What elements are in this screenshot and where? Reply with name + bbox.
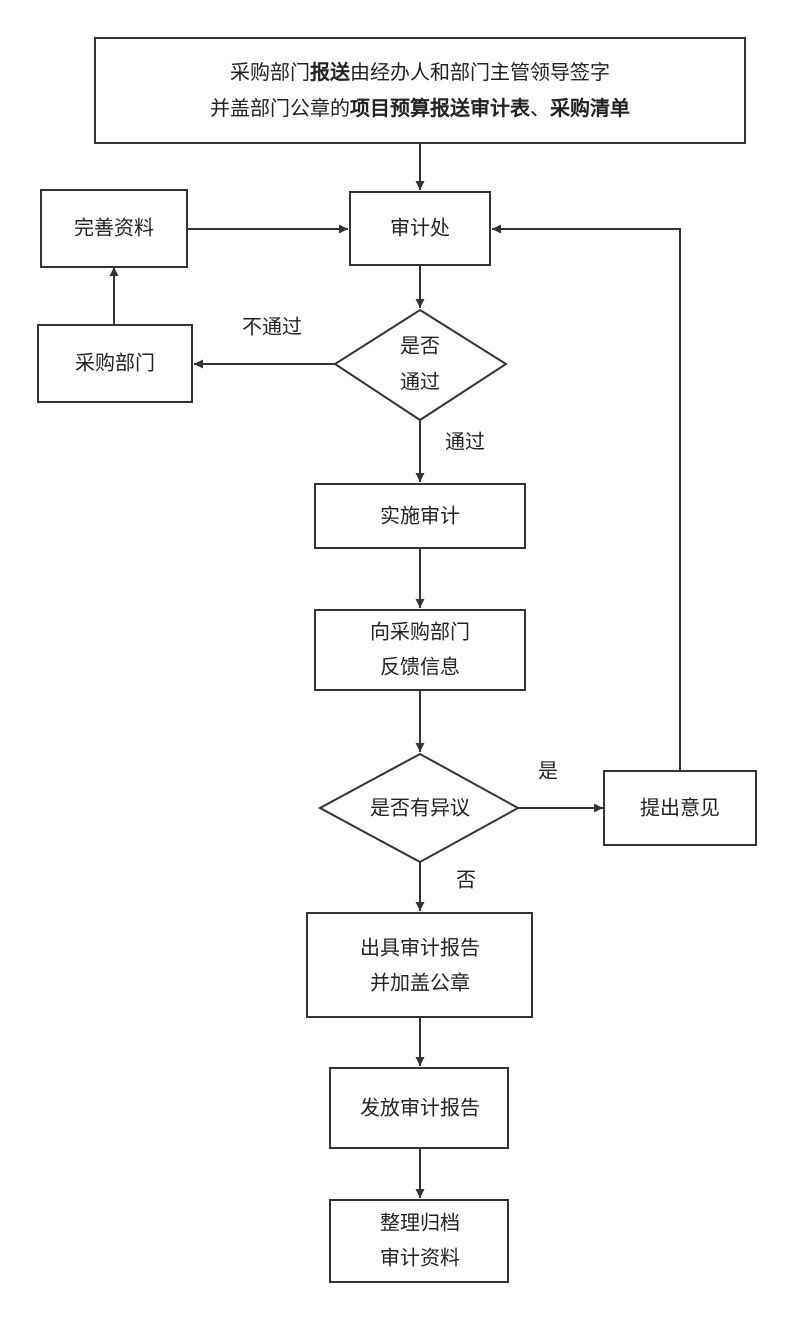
feedback-line-2: 反馈信息 [380,655,460,679]
feedback-box: 向采购部门 反馈信息 [314,609,526,691]
edge-label-yes: 是 [538,759,558,783]
complete-materials-label: 完善资料 [74,216,154,240]
feedback-line-1: 向采购部门 [370,620,470,644]
archive-box: 整理归档 审计资料 [329,1199,509,1283]
submission-line-2: 并盖部门公章的项目预算报送审计表、采购清单 [210,96,630,120]
purchasing-dept-box: 采购部门 [37,324,193,403]
archive-line-2: 审计资料 [380,1246,460,1270]
purchasing-dept-label: 采购部门 [75,351,155,375]
audit-office-box: 审计处 [349,191,491,266]
archive-line-1: 整理归档 [380,1211,460,1235]
distribute-report-label: 发放审计报告 [360,1096,480,1120]
submission-box: 采购部门报送由经办人和部门主管领导签字 并盖部门公章的项目预算报送审计表、采购清… [94,37,746,144]
issue-report-line-2: 并加盖公章 [370,971,470,995]
arrow-opinion-to-audit-office [492,224,681,771]
complete-materials-box: 完善资料 [40,189,188,268]
raise-opinion-label: 提出意见 [640,796,720,820]
audit-office-label: 审计处 [390,216,450,240]
objection-decision-label: 是否有异议 [370,796,470,820]
implement-audit-label: 实施审计 [380,504,460,528]
issue-report-box: 出具审计报告 并加盖公章 [306,912,533,1018]
submission-line-1: 采购部门报送由经办人和部门主管领导签字 [230,60,610,84]
objection-decision-diamond: 是否有异议 [317,752,521,864]
implement-audit-box: 实施审计 [314,483,526,549]
connectors [109,143,681,1198]
edge-label-pass: 通过 [445,430,485,454]
pass-decision-diamond: 是否 通过 [333,308,508,422]
edge-label-fail: 不通过 [242,315,302,339]
pass-decision-line-2: 通过 [400,370,440,394]
pass-decision-line-1: 是否 [400,334,440,358]
raise-opinion-box: 提出意见 [603,770,757,846]
issue-report-line-1: 出具审计报告 [360,936,480,960]
edge-label-no: 否 [456,868,476,892]
distribute-report-box: 发放审计报告 [329,1067,509,1149]
